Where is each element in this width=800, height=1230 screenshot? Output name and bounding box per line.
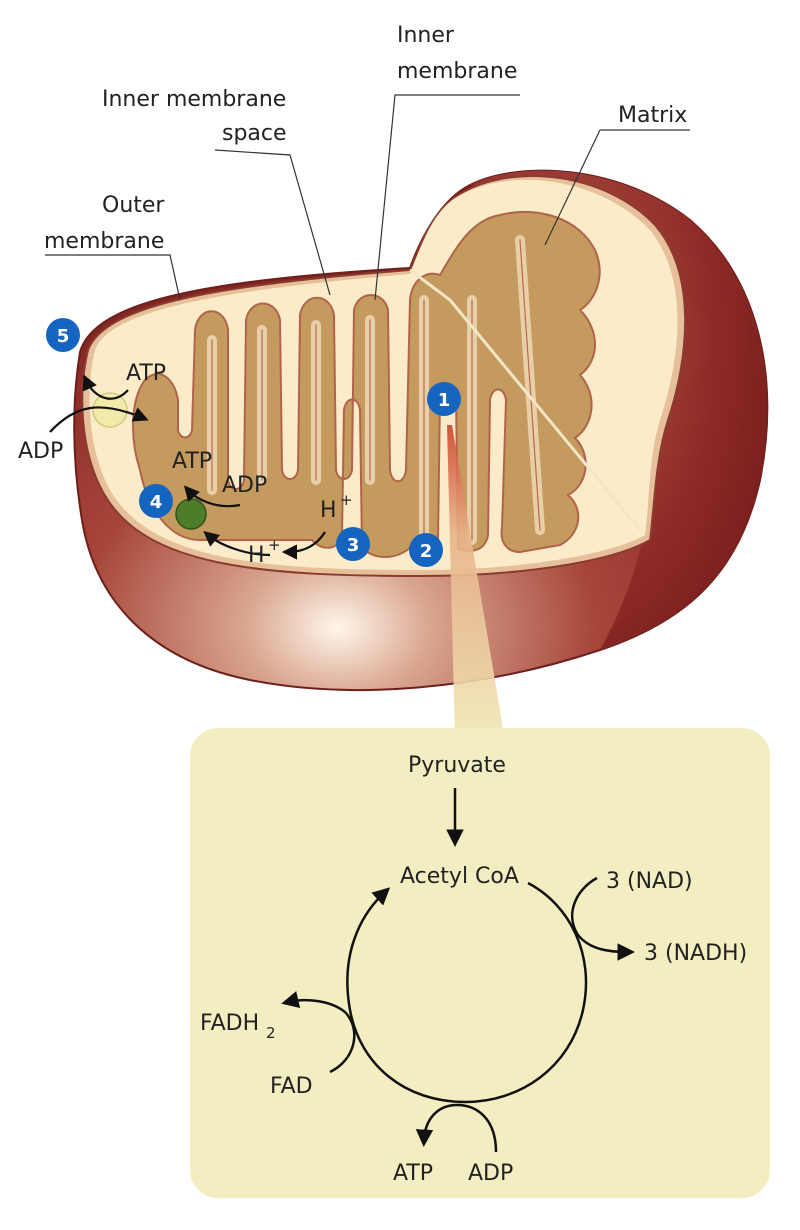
label-h-plus-top-sign: + bbox=[340, 491, 353, 509]
svg-text:5: 5 bbox=[57, 326, 70, 347]
label-inner-membrane-space-2: space bbox=[222, 121, 287, 146]
label-fadh-subscript: 2 bbox=[266, 1024, 276, 1042]
callout-beam bbox=[447, 425, 505, 740]
step-badge-2: 2 bbox=[409, 533, 443, 567]
mito-arrows bbox=[49, 374, 326, 560]
cut-seam bbox=[409, 268, 642, 531]
label-outer-membrane-1: Outer bbox=[102, 193, 165, 218]
label-atp-mid: ATP bbox=[172, 449, 212, 474]
label-h-plus-bottom-sign: + bbox=[268, 536, 281, 554]
label-pyruvate: Pyruvate bbox=[408, 753, 506, 778]
step-badge-3: 3 bbox=[336, 527, 370, 561]
label-inner-membrane-space-1: Inner membrane bbox=[102, 87, 286, 112]
label-atp-top: ATP bbox=[126, 361, 166, 386]
svg-text:1: 1 bbox=[438, 390, 451, 411]
nad-arrow bbox=[571, 876, 635, 961]
label-nad: 3 (NAD) bbox=[606, 869, 693, 894]
step-badge-5: 5 bbox=[46, 318, 80, 352]
label-acetyl-coa: Acetyl CoA bbox=[400, 864, 519, 889]
matrix-group bbox=[132, 210, 601, 558]
inner-membrane-fold-lines bbox=[211, 239, 541, 541]
label-matrix: Matrix bbox=[618, 103, 687, 128]
label-h-plus-bottom: H bbox=[248, 543, 265, 568]
svg-text:3: 3 bbox=[347, 535, 360, 556]
step-badge-4: 4 bbox=[139, 484, 173, 518]
svg-text:4: 4 bbox=[150, 492, 163, 513]
adp-atp-arrow bbox=[415, 1103, 498, 1153]
atp-transporter bbox=[92, 392, 128, 428]
label-inner-membrane-2: membrane bbox=[397, 59, 517, 84]
cycle-ring bbox=[346, 881, 588, 1104]
krebs-cycle-callout bbox=[190, 728, 770, 1198]
label-adp-left: ADP bbox=[18, 439, 63, 464]
label-inner-membrane-1: Inner bbox=[397, 23, 455, 48]
fad-arrow bbox=[281, 991, 356, 1074]
mitochondrion-end-cap bbox=[470, 170, 768, 650]
label-fadh: FADH bbox=[200, 1011, 259, 1036]
label-outer-membrane-2: membrane bbox=[44, 229, 164, 254]
label-adp-mid: ADP bbox=[222, 473, 267, 498]
label-h-plus-top: H bbox=[320, 498, 337, 523]
label-fad: FAD bbox=[270, 1074, 313, 1099]
atp-synthase bbox=[175, 498, 207, 530]
label-leaders bbox=[45, 94, 690, 301]
step-badge-1: 1 bbox=[427, 382, 461, 416]
label-nadh: 3 (NADH) bbox=[644, 941, 747, 966]
krebs-cycle: Pyruvate Acetyl CoA 3 (NAD) 3 (NADH) FAD… bbox=[200, 753, 747, 1186]
svg-text:2: 2 bbox=[420, 541, 433, 562]
label-cycle-atp: ATP bbox=[393, 1161, 433, 1186]
label-cycle-adp: ADP bbox=[468, 1161, 513, 1186]
